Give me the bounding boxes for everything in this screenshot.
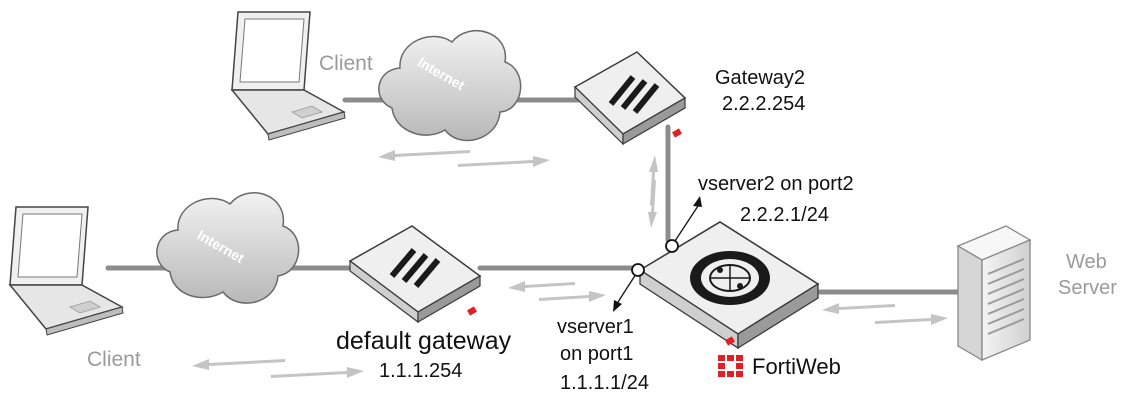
traffic-arrow-icon — [271, 367, 364, 378]
port2-marker — [665, 239, 679, 253]
traffic-arrow-icon — [378, 150, 470, 161]
port-callouts — [613, 196, 702, 312]
laptop-icon — [230, 11, 346, 141]
vserver2-name: vserver2 on port2 — [698, 173, 854, 195]
cloud-icon — [378, 29, 522, 142]
client-label-bottom: Client — [87, 348, 141, 371]
vserver1-name: vserver1 — [557, 316, 634, 338]
vserver1-port: on port1 — [560, 343, 634, 365]
vserver2-callout-line — [672, 205, 699, 245]
traffic-arrow-icon — [822, 303, 895, 314]
vserver1-ip: 1.1.1.1/24 — [560, 372, 649, 394]
traffic-arrow-icon — [508, 281, 575, 292]
fortiweb-label: FortiWeb — [752, 354, 841, 379]
traffic-arrow-icon — [192, 359, 285, 370]
web-server-label-line1: Web — [1066, 251, 1107, 273]
fortinet-logo-icon — [718, 355, 743, 377]
server-icon — [956, 225, 1032, 362]
fortiweb-appliance-icon — [638, 221, 820, 350]
default-gateway-ip: 1.1.1.254 — [379, 360, 463, 382]
default-gateway-name: default gateway — [336, 327, 512, 355]
traffic-arrow-icon — [458, 156, 550, 167]
traffic-arrows — [192, 150, 948, 378]
traffic-arrow-icon — [539, 291, 606, 302]
gateway2-name: Gateway2 — [715, 67, 806, 89]
client-label-top: Client — [319, 52, 373, 75]
gateway2-ip: 2.2.2.254 — [722, 93, 806, 115]
gateway-appliance-icon — [573, 51, 687, 146]
arrowhead-icon — [693, 196, 702, 207]
vserver1-callout-line — [617, 273, 637, 303]
traffic-arrow-icon — [648, 180, 657, 228]
web-server-label-line2: Server — [1058, 277, 1117, 299]
gateway-appliance-icon — [348, 225, 482, 324]
arrowhead-icon — [613, 300, 622, 312]
traffic-arrow-icon — [875, 314, 948, 325]
vserver2-ip: 2.2.2.1/24 — [740, 204, 829, 226]
cloud-icon — [156, 192, 300, 304]
port1-marker — [631, 263, 645, 277]
laptop-icon — [8, 206, 124, 336]
